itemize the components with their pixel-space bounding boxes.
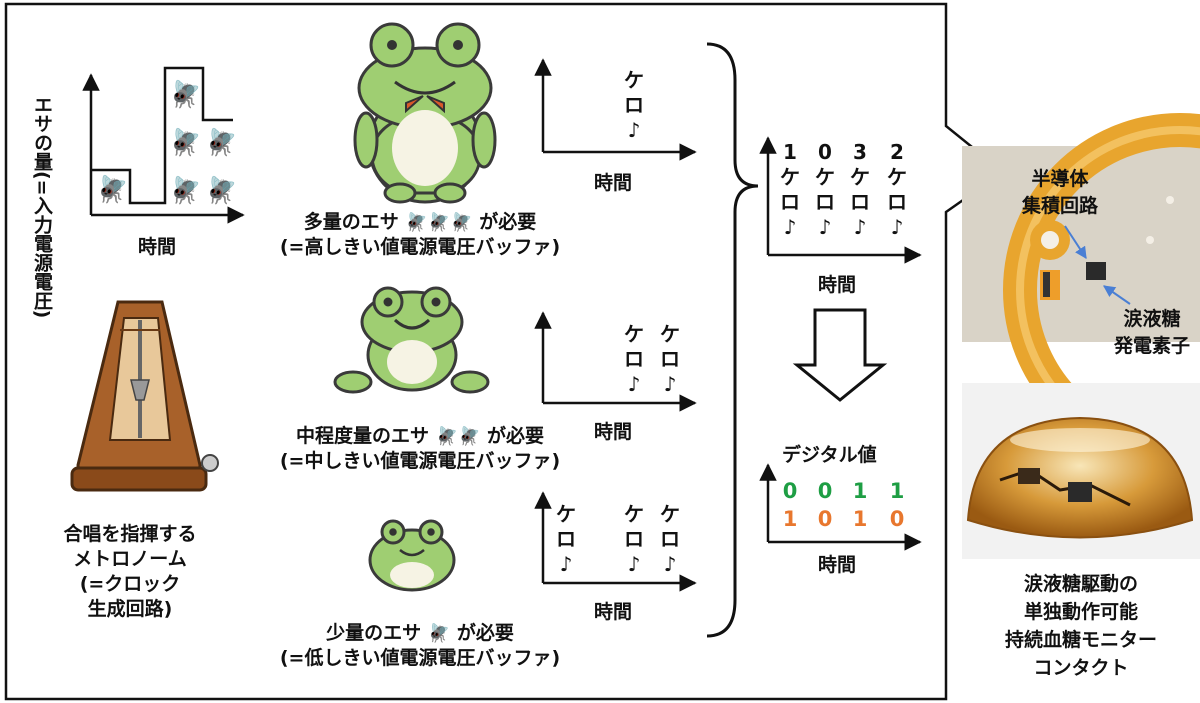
- fly-icon: 🪰: [205, 176, 237, 206]
- lens-caption-line: 持続血糖モニター: [962, 626, 1200, 654]
- biofuel-cell-label: 涙液糖 発電素子: [1104, 306, 1200, 360]
- chip-label: 半導体 集積回路: [1010, 166, 1110, 220]
- combined-count: 2: [884, 140, 910, 165]
- frog-caption-high: 多量のエサ 🪰🪰🪰 が必要 (=高しきい値電源電圧バッファ): [240, 210, 600, 260]
- kero-mark: ケロ♪: [621, 68, 647, 143]
- combined-count: 1: [777, 140, 803, 165]
- frog-medium-illustration: [335, 288, 488, 392]
- frog-caption-line1: 少量のエサ 🪰 が必要: [240, 621, 600, 646]
- kero-mark: ケロ♪: [621, 322, 647, 397]
- digital-value-row1: 0: [780, 479, 800, 503]
- metronome-caption-line: 合唱を指揮する: [40, 522, 220, 547]
- caption-text: 中程度量のエサ: [296, 425, 429, 447]
- photo-bottom: [962, 383, 1200, 559]
- chip-label-line: 半導体: [1010, 166, 1110, 193]
- caption-text: 多量のエサ: [304, 211, 399, 233]
- lens-caption: 涙液糖駆動の 単独動作可能 持続血糖モニター コンタクト: [962, 570, 1200, 682]
- frog-caption-line1: 多量のエサ 🪰🪰🪰 が必要: [240, 210, 600, 235]
- combined-count: 0: [812, 140, 838, 165]
- down-arrow: [797, 310, 883, 400]
- kero-mark: ケロ♪: [621, 502, 647, 577]
- frog-large-illustration: [355, 24, 495, 202]
- biofuel-cell-label-line: 発電素子: [1104, 333, 1200, 360]
- metronome-caption: 合唱を指揮する メトロノーム (=クロック 生成回路): [40, 522, 220, 622]
- kero-mark: ケロ♪: [553, 502, 579, 577]
- combined-count: 3: [847, 140, 873, 165]
- frog-caption-line1: 中程度量のエサ 🪰🪰 が必要: [235, 424, 605, 449]
- frog-chart-3-xlabel: 時間: [594, 597, 632, 624]
- fly-chart-xlabel: 時間: [138, 232, 176, 259]
- combined-chart-xlabel: 時間: [818, 270, 856, 297]
- curly-brace: [707, 44, 758, 636]
- caption-text: が必要: [457, 622, 514, 644]
- frog-chart-1-xlabel: 時間: [594, 168, 632, 195]
- frog-caption-low: 少量のエサ 🪰 が必要 (=低しきい値電源電圧バッファ): [240, 621, 600, 671]
- metronome-caption-line: 生成回路): [40, 597, 220, 622]
- fly-chart-ylabel: エサの量(=入力電源電圧): [30, 95, 54, 318]
- digital-value-row2: 1: [780, 507, 800, 531]
- fly-icon: 🪰: [96, 175, 128, 205]
- caption-text: が必要: [479, 211, 536, 233]
- fly-icon: 🪰: [169, 176, 201, 206]
- fly-chart-ylabel-line2: (=入力電源電圧): [31, 171, 53, 318]
- digital-value-row2: 0: [815, 507, 835, 531]
- kero-mark: ケロ♪: [657, 322, 683, 397]
- fly-icon: 🪰🪰: [436, 426, 481, 447]
- metronome-caption-line: (=クロック: [40, 572, 220, 597]
- frog-caption-line2: (=低しきい値電源電圧バッファ): [240, 646, 600, 671]
- lens-caption-line: 涙液糖駆動の: [962, 570, 1200, 598]
- fly-icon: 🪰🪰🪰: [405, 212, 472, 233]
- caption-text: 少量のエサ: [326, 622, 421, 644]
- digital-value-row1: 0: [815, 479, 835, 503]
- frog-caption-line2: (=中しきい値電源電圧バッファ): [235, 449, 605, 474]
- digital-value-row2: 0: [887, 507, 907, 531]
- fly-chart-ylabel-line1: エサの量: [31, 95, 53, 171]
- lens-caption-line: 単独動作可能: [962, 598, 1200, 626]
- caption-text: が必要: [487, 425, 544, 447]
- digital-title: デジタル値: [782, 440, 877, 467]
- fly-icon: 🪰: [169, 80, 201, 110]
- lens-caption-line: コンタクト: [962, 654, 1200, 682]
- frog-chart-1-axes: [543, 60, 695, 152]
- digital-value-row1: 1: [887, 479, 907, 503]
- digital-value-row1: 1: [850, 479, 870, 503]
- fly-icon: 🪰: [169, 128, 201, 158]
- kero-mark: ケロ♪: [657, 502, 683, 577]
- frog-caption-mid: 中程度量のエサ 🪰🪰 が必要 (=中しきい値電源電圧バッファ): [235, 424, 605, 474]
- frog-caption-line2: (=高しきい値電源電圧バッファ): [240, 235, 600, 260]
- digital-value-row2: 1: [850, 507, 870, 531]
- frog-chart-2-xlabel: 時間: [594, 417, 632, 444]
- metronome-illustration: [72, 302, 218, 490]
- digital-chart-xlabel: 時間: [818, 550, 856, 577]
- fly-icon: 🪰: [428, 623, 450, 644]
- metronome-caption-line: メトロノーム: [40, 547, 220, 572]
- fly-icon: 🪰: [205, 128, 237, 158]
- biofuel-cell-label-line: 涙液糖: [1104, 306, 1200, 333]
- chip-label-line: 集積回路: [1010, 193, 1110, 220]
